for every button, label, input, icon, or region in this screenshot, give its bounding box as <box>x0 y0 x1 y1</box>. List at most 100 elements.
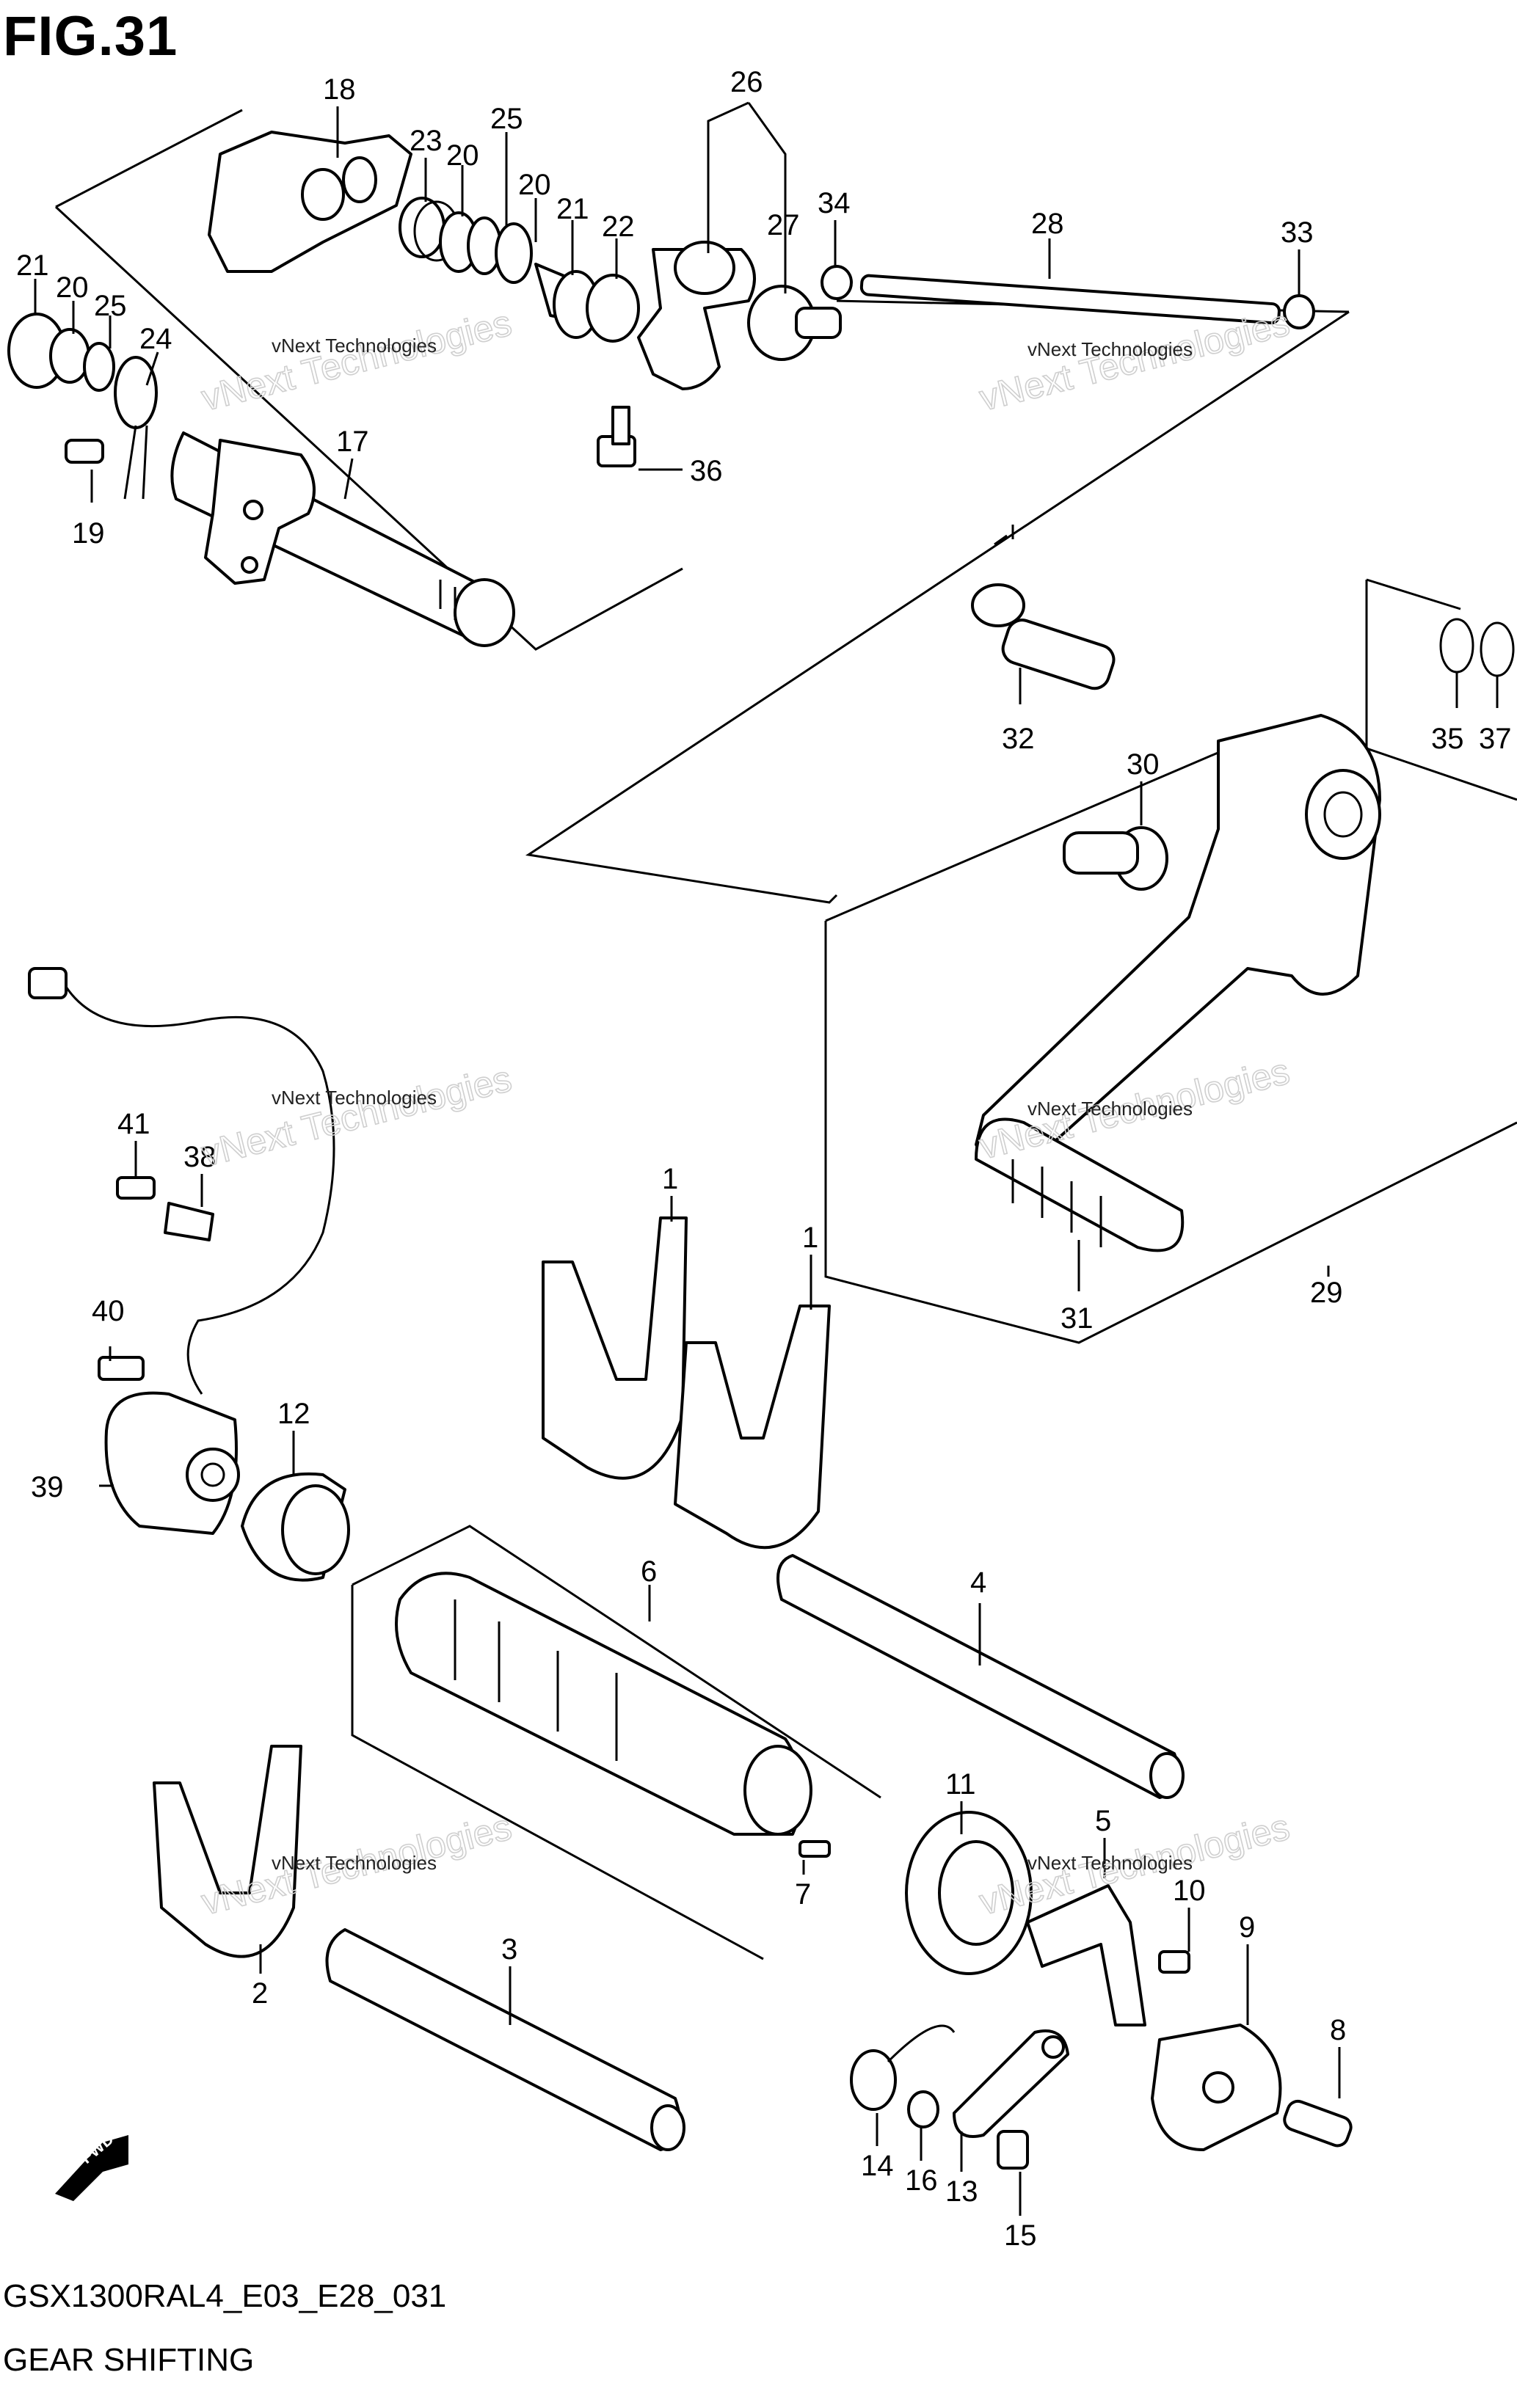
bolt-19 <box>65 439 104 464</box>
callout-29: 29 <box>1310 1277 1343 1309</box>
bearing-12 <box>241 1472 350 1582</box>
watermark-small: vNext Technologies <box>1027 1852 1193 1874</box>
shift-lever-arm <box>637 241 756 390</box>
callout-7: 7 <box>795 1878 811 1911</box>
forward-arrow-icon: FWD <box>55 2129 128 2201</box>
callout-30: 30 <box>1127 748 1160 781</box>
spring-14 <box>850 2024 956 2111</box>
callout-25: 25 <box>94 290 127 322</box>
bolt-15 <box>997 2130 1029 2170</box>
washer-16 <box>907 2090 939 2128</box>
callout-14: 14 <box>861 2150 894 2182</box>
callout-20: 20 <box>518 169 551 201</box>
callout-2: 2 <box>252 1977 268 2010</box>
drum-frame-top <box>352 1525 881 1799</box>
callout-34: 34 <box>818 187 851 219</box>
callout-32: 32 <box>1002 723 1035 755</box>
shift-cam-plate <box>208 131 412 273</box>
callout-8: 8 <box>1330 2014 1346 2046</box>
position-sensor-wire <box>28 967 335 1395</box>
stopper-plate-5 <box>1026 1884 1146 2026</box>
circlip-35 <box>1439 618 1474 674</box>
fork-shaft-4 <box>776 1554 1185 1799</box>
callout-20: 20 <box>446 139 479 172</box>
shift-rod <box>859 274 1281 325</box>
watermark-big: vNext Technologies <box>197 1058 515 1175</box>
watermark-small: vNext Technologies <box>272 1852 437 1874</box>
callout-17: 17 <box>336 426 369 458</box>
watermark-small: vNext Technologies <box>1027 338 1193 360</box>
pin-8 <box>1283 2099 1353 2148</box>
callout-3: 3 <box>501 1933 517 1966</box>
bolt-36 <box>597 406 636 467</box>
callout-38: 38 <box>183 1141 217 1173</box>
callout-20: 20 <box>56 271 89 304</box>
ball-joint <box>747 285 842 361</box>
figure-code: GSX1300RAL4_E03_E28_031 <box>3 2278 447 2314</box>
pedal-frame-top <box>825 732 1263 922</box>
circlip-37 <box>1480 621 1515 677</box>
gear-position-sensor-39 <box>104 1391 240 1535</box>
bearing-11 <box>905 1811 1033 1975</box>
callout-21: 21 <box>16 249 49 282</box>
bolt-10 <box>1158 1950 1190 1974</box>
bolt-40 <box>98 1356 145 1381</box>
clamp-38 <box>164 1202 214 1241</box>
leader-lines <box>34 101 1499 2216</box>
callout-37: 37 <box>1479 723 1512 755</box>
callout-31: 31 <box>1061 1302 1094 1335</box>
callout-16: 16 <box>905 2164 938 2197</box>
callout-33: 33 <box>1281 216 1314 249</box>
callout-12: 12 <box>277 1398 310 1430</box>
figure-title: FIG.31 <box>3 5 178 68</box>
callout-1: 1 <box>662 1163 678 1195</box>
callout-21: 21 <box>556 193 589 225</box>
callout-41: 41 <box>117 1108 150 1140</box>
bolt-41 <box>116 1176 156 1200</box>
watermark-big: vNext Technologies <box>197 302 515 419</box>
pivot-bolt-32 <box>971 583 1116 690</box>
cam-driven-gear-9 <box>1151 2024 1282 2151</box>
shift-fork-2 <box>153 1745 302 1958</box>
gearshift-pedal <box>975 714 1381 1166</box>
callout-15: 15 <box>1004 2219 1037 2252</box>
callout-28: 28 <box>1031 208 1064 240</box>
bushing-30 <box>1063 826 1168 891</box>
callout-6: 6 <box>641 1555 657 1588</box>
callout-10: 10 <box>1173 1875 1206 1907</box>
fork-shaft-3 <box>325 1928 685 2151</box>
callout-18: 18 <box>323 73 356 106</box>
pedal-frame-tr2 <box>1366 578 1461 610</box>
gearshift-cam-6 <box>395 1572 812 1836</box>
callout-4: 4 <box>970 1566 986 1599</box>
callouts: 18 26 23 20 25 20 21 22 27 34 28 33 21 2… <box>16 66 1512 2252</box>
callout-39: 39 <box>31 1471 64 1503</box>
callout-24: 24 <box>139 323 172 355</box>
callout-13: 13 <box>945 2175 978 2208</box>
shift-arm-lever <box>204 439 316 585</box>
callout-1: 1 <box>802 1222 818 1254</box>
callout-22: 22 <box>602 211 635 243</box>
callout-27: 27 <box>767 209 800 241</box>
shift-fork-1b <box>674 1305 831 1550</box>
upper-frame-right <box>525 310 1350 904</box>
left-spring-stack <box>7 313 158 500</box>
dash-line-2 <box>994 534 1008 546</box>
callout-26: 26 <box>730 66 763 98</box>
spring-stack-top <box>399 197 640 343</box>
drum-frame <box>351 1585 764 1960</box>
callout-40: 40 <box>92 1295 125 1327</box>
callout-36: 36 <box>690 455 723 487</box>
callout-35: 35 <box>1431 723 1464 755</box>
callout-25: 25 <box>490 103 523 135</box>
stopper-arm-13 <box>953 2029 1069 2138</box>
callout-9: 9 <box>1239 1911 1255 1944</box>
figure-caption: GEAR SHIFTING <box>3 2342 255 2378</box>
pedal-frame-tr <box>1365 580 1517 801</box>
callout-19: 19 <box>72 517 105 550</box>
watermark-small: vNext Technologies <box>272 335 437 357</box>
watermark-small: vNext Technologies <box>272 1087 437 1109</box>
callout-23: 23 <box>410 125 443 157</box>
